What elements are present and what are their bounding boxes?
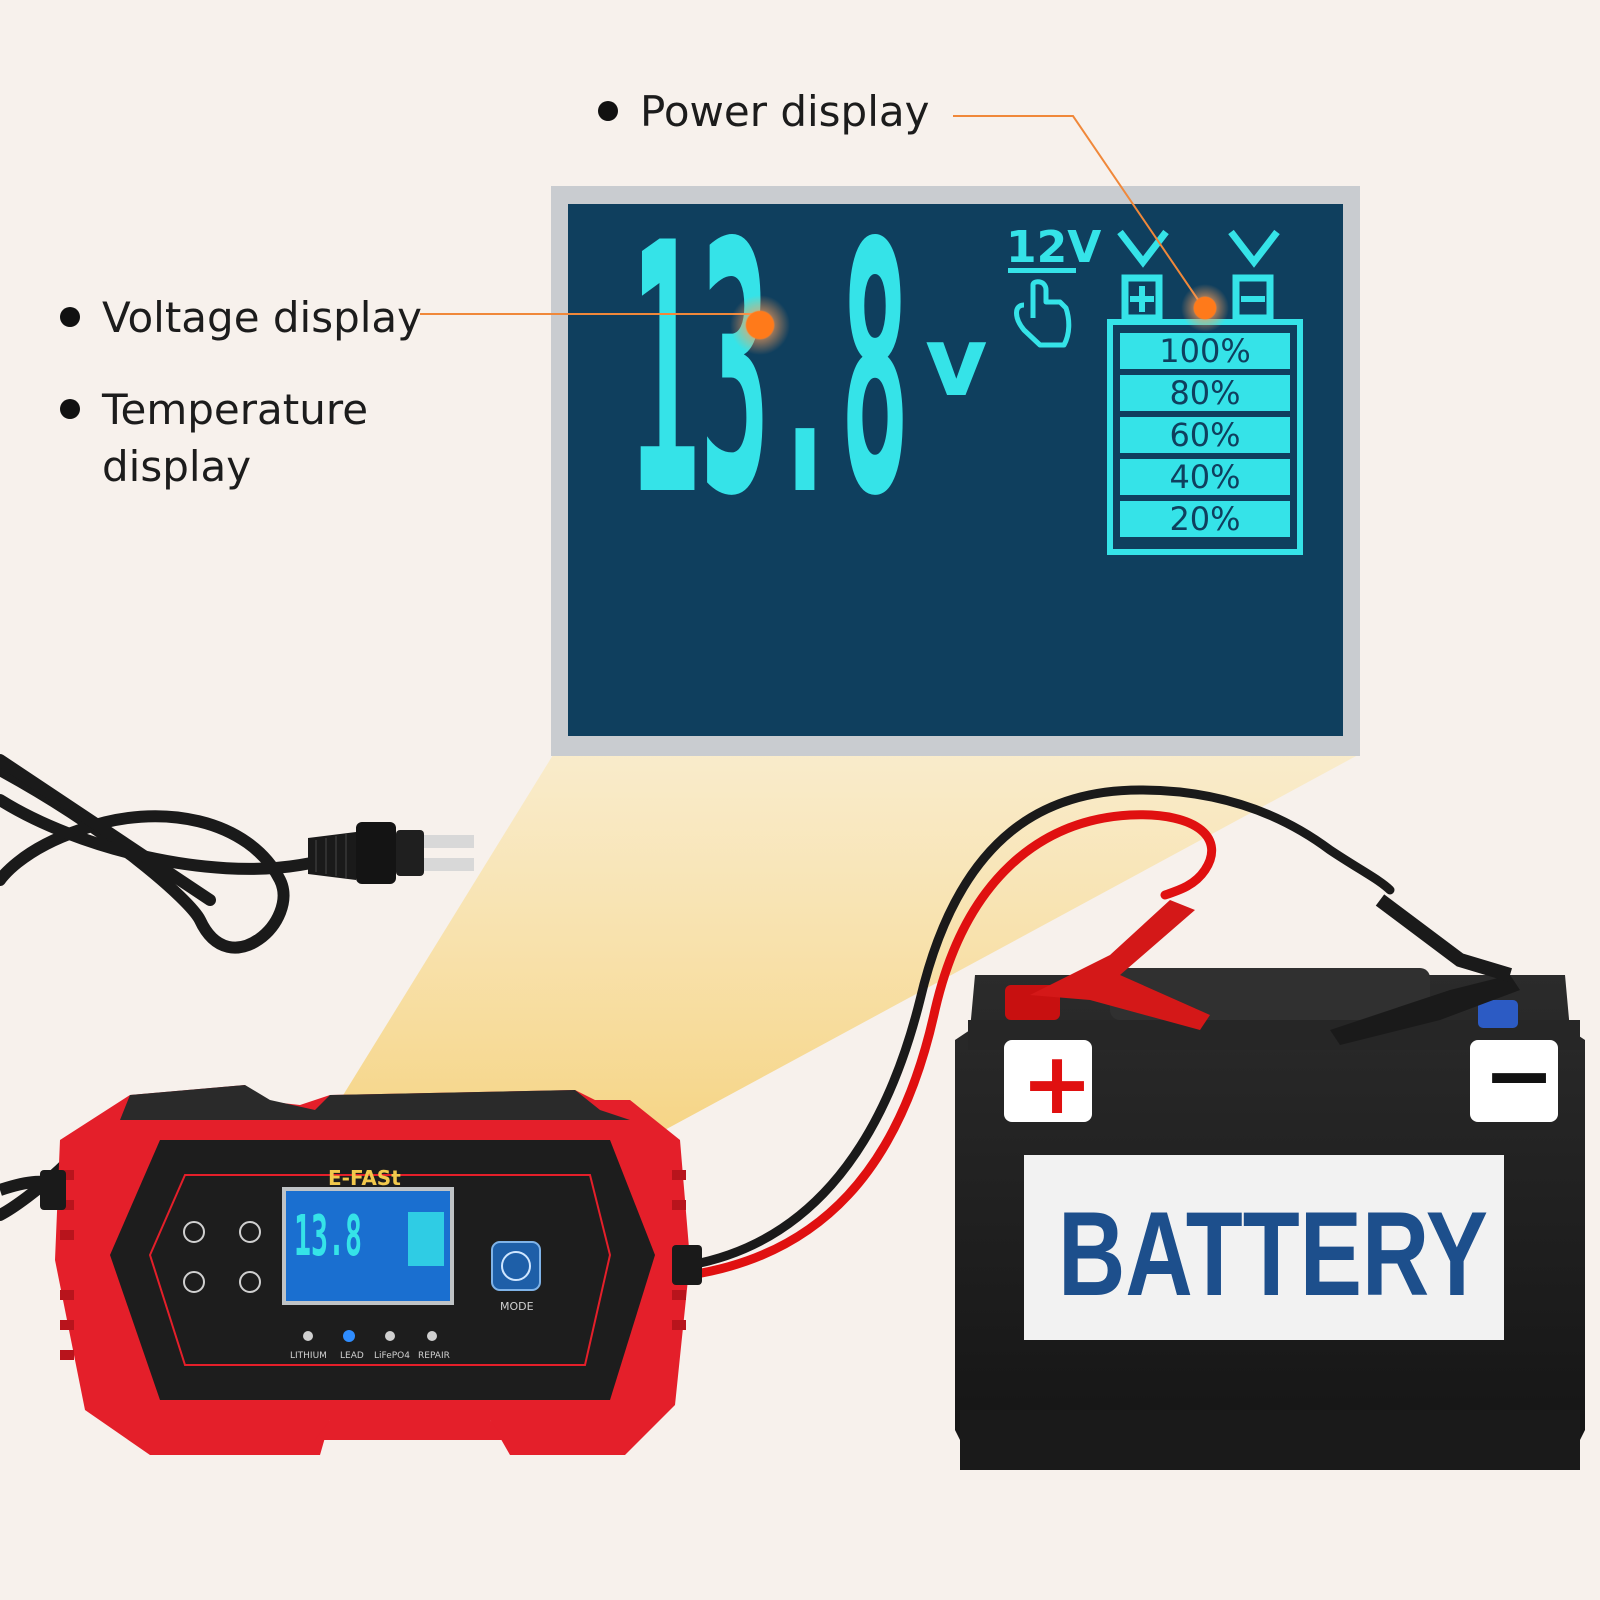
battery-level-gauge: 100% 80% 60% 40% 20% — [1107, 319, 1303, 555]
touch-hand-icon — [1014, 279, 1072, 348]
power-display-callout: Power display — [598, 84, 929, 141]
mode-repair: REPAIR — [418, 1351, 450, 1361]
negative-terminal-badge — [1470, 1040, 1558, 1122]
feature-icons — [183, 1221, 261, 1293]
plug — [308, 822, 474, 884]
power-callout-marker — [1181, 284, 1229, 332]
mode-button-label: MODE — [500, 1300, 534, 1313]
zoom-beam — [300, 755, 1358, 1165]
battery-level-bar — [1120, 375, 1290, 411]
fingerprint-icon — [501, 1251, 531, 1281]
bullet-icon — [60, 398, 80, 419]
bullet-icon — [60, 306, 80, 327]
voltage-callout-marker — [730, 295, 790, 355]
black-clamp — [1330, 894, 1520, 1045]
lcd-zoom-panel: 13.8 v 12V 100% 80% 60% 40% 20% — [420, 115, 1360, 756]
temperature-display-callout: Temperature display — [60, 382, 368, 495]
power-display-label: Power display — [640, 87, 930, 136]
battery-level-bar — [1120, 459, 1290, 495]
system-voltage-underline — [1008, 268, 1076, 273]
battery-level-label: 80% — [1169, 374, 1240, 412]
bullet-icon — [598, 100, 618, 121]
red-clamp — [1005, 900, 1210, 1030]
charger-unit: E-FASt 13.8 MODE LITHIUM LEAD LiFePO4 RE… — [0, 1085, 702, 1455]
battery-level-bar — [1120, 333, 1290, 369]
battery-level-label: 40% — [1169, 458, 1240, 496]
temperature-display-label-line1: Temperature — [102, 385, 369, 434]
intelligent-detection-icon — [239, 1271, 261, 1293]
voltage-digits: 13.8 v 12V — [630, 171, 1101, 572]
negative-clamp-icon — [1228, 229, 1280, 268]
positive-symbol: + — [1021, 1034, 1093, 1134]
voltage-display-callout: Voltage display — [60, 290, 422, 347]
mode-lithium: LITHIUM — [290, 1351, 327, 1361]
multiple-protection-icon — [183, 1221, 205, 1243]
mode-lifepo4: LiFePO4 — [374, 1351, 410, 1361]
temperature-display-label-line2: display — [102, 441, 252, 491]
winter-summer-icon — [239, 1221, 261, 1243]
battery-level-label: 100% — [1159, 332, 1250, 370]
brand-logo: E-FASt — [328, 1166, 401, 1190]
voltage-value: 13.8 — [630, 171, 910, 572]
charging-cables — [685, 785, 1395, 1280]
voltage-display-label: Voltage display — [102, 293, 423, 342]
battery-level-bar — [1120, 501, 1290, 537]
system-voltage: 12V — [1006, 222, 1101, 273]
negative-symbol: − — [1483, 1026, 1555, 1126]
mode-button[interactable] — [491, 1241, 541, 1291]
car-battery: + − BATTERY — [955, 894, 1585, 1470]
battery-label-panel — [1024, 1155, 1504, 1340]
callout-lines — [420, 115, 1206, 315]
pulse-repair-icon — [183, 1271, 205, 1293]
battery-level-label: 20% — [1169, 500, 1240, 538]
battery-level-label: 60% — [1169, 416, 1240, 454]
positive-terminal-badge — [1004, 1040, 1092, 1122]
battery-level-bar — [1120, 417, 1290, 453]
battery-label: BATTERY — [1058, 1187, 1488, 1321]
charger-lcd-voltage: 13.8 — [294, 1204, 362, 1269]
mode-indicators: LITHIUM LEAD LiFePO4 REPAIR — [290, 1330, 450, 1361]
voltage-unit: v — [925, 306, 988, 418]
mode-lead: LEAD — [340, 1351, 364, 1361]
